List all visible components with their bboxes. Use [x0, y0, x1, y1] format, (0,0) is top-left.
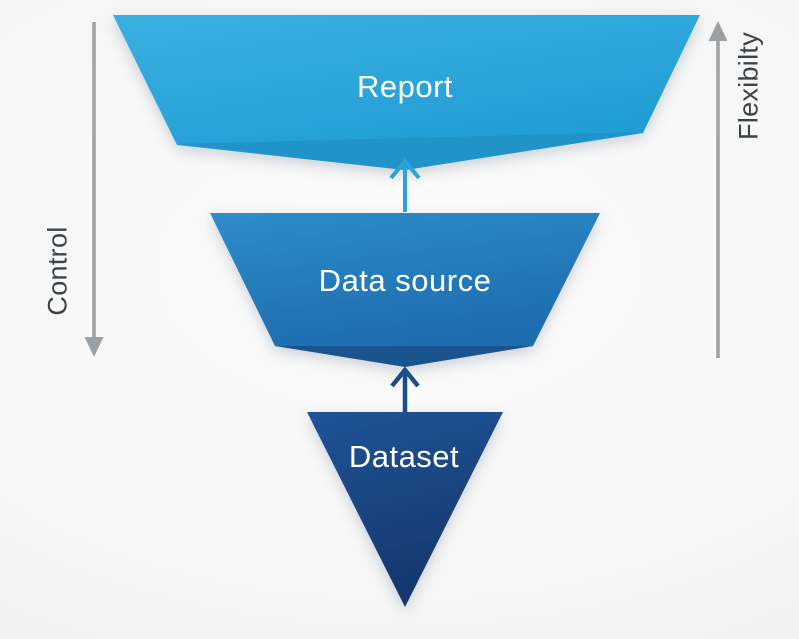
funnel-level-datasource	[210, 213, 600, 367]
report-fold-chevron	[177, 132, 643, 170]
flexibility-axis-label: Flexibilty	[733, 31, 764, 141]
report-level-label: Report	[356, 69, 454, 104]
arrow-up-icon	[390, 366, 420, 412]
datasource-fold-chevron	[275, 346, 533, 367]
control-axis-label: Control	[42, 226, 73, 316]
flexibility-axis-arrow	[708, 21, 728, 358]
arrow-down-icon	[84, 337, 104, 357]
arrow-up-icon	[708, 21, 728, 41]
report-shape	[113, 15, 700, 170]
dataset-level-label: Dataset	[348, 439, 460, 474]
dataset-shape	[307, 412, 503, 607]
arrow-up-icon	[389, 157, 421, 212]
control-axis-arrow	[84, 22, 104, 357]
datasource-level-label: Data source	[318, 263, 492, 298]
funnel-level-dataset	[307, 412, 503, 607]
datasource-shape	[210, 213, 600, 356]
funnel-level-report	[113, 15, 700, 170]
